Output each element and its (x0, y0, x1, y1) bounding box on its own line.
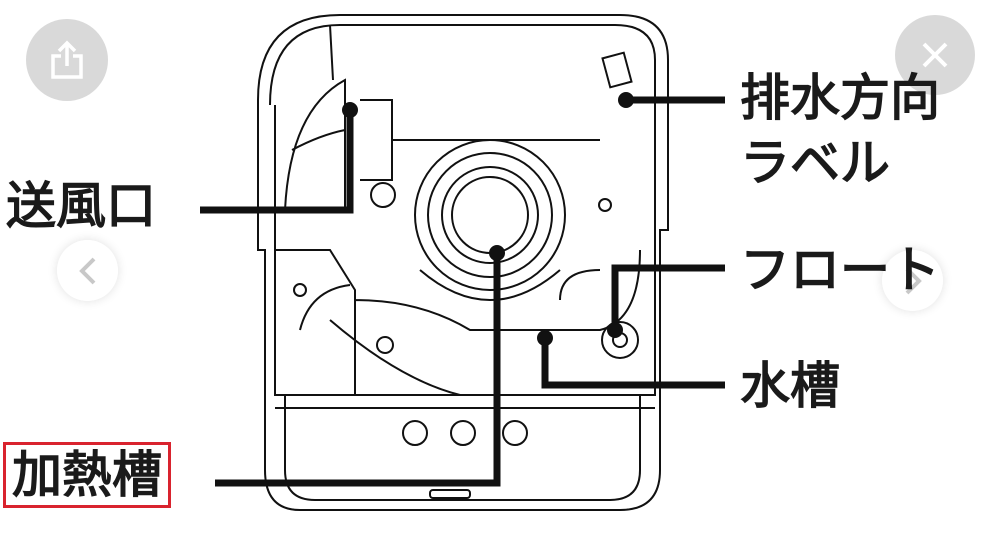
chevron-right-icon (905, 267, 922, 294)
close-icon (922, 42, 948, 68)
label-air-outlet: 送風口 (6, 177, 156, 235)
next-image-button[interactable] (882, 250, 943, 311)
label-water-tank: 水槽 (740, 357, 840, 415)
leader-float (611, 264, 725, 330)
label-heating-tank: 加熱槽 (3, 442, 171, 508)
chevron-left-icon (78, 257, 95, 284)
leader-water-tank (541, 340, 725, 389)
device-inner-outline (269, 24, 656, 396)
close-button[interactable] (895, 15, 975, 95)
share-icon (51, 40, 83, 79)
leader-heating-tank (215, 255, 501, 487)
label-drain-label: ラベル (740, 134, 890, 192)
share-button[interactable] (26, 19, 108, 101)
previous-image-button[interactable] (57, 240, 118, 301)
label-float: フロート (740, 241, 940, 299)
label-drain-direction: 排水方向 (740, 69, 940, 127)
device-outer-outline (257, 14, 669, 511)
leader-air-outlet (200, 112, 354, 214)
